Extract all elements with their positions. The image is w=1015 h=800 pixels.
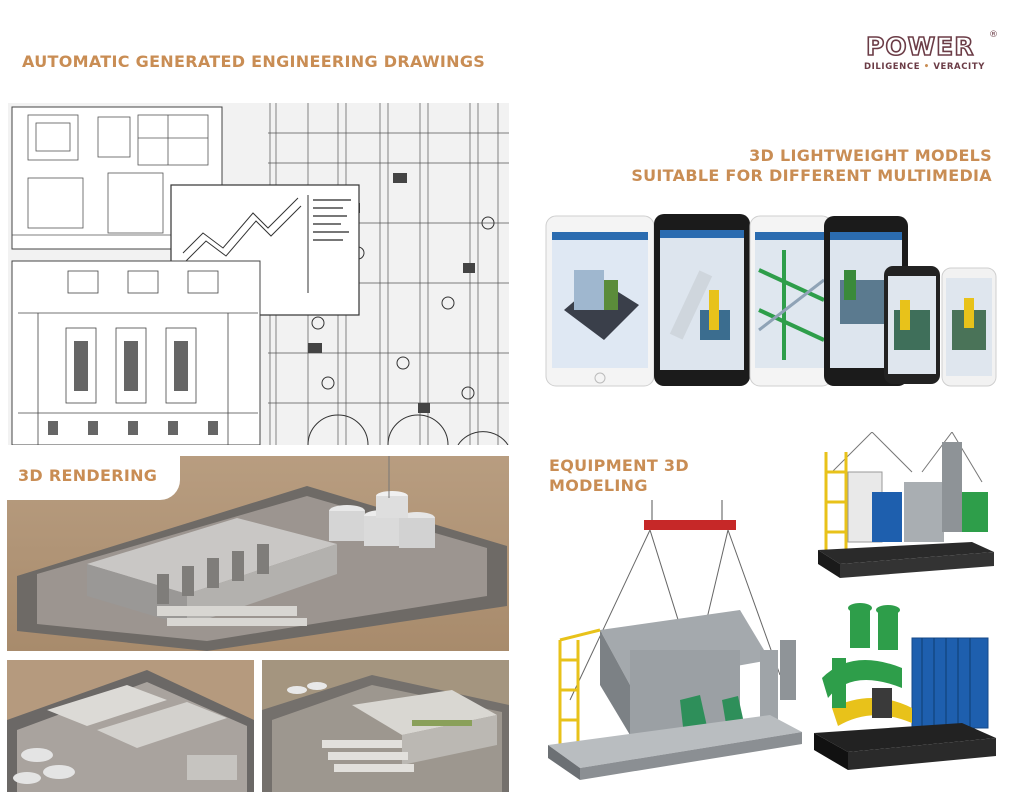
rendering-aerial-right (262, 660, 509, 792)
equipment-skid-illustration (548, 500, 802, 780)
plant-rendering-aerial-left (7, 660, 254, 792)
plant-rendering-aerial-right (262, 660, 509, 792)
power-logo: POWER ® DILIGENCE • VERACITY (862, 30, 998, 74)
equipment-skid-lifting-image (540, 500, 810, 790)
logo-wordmark: POWER (865, 31, 975, 62)
logo-tagline: DILIGENCE • VERACITY (864, 62, 985, 72)
lightweight-title-line2: SUITABLE FOR DIFFERENT MULTIMEDIA (631, 166, 992, 185)
rendering-label-tab: 3D RENDERING (0, 456, 180, 500)
rendering-aerial-left (7, 660, 254, 792)
rendering-section-title: 3D RENDERING (18, 466, 158, 485)
registered-mark: ® (989, 30, 998, 40)
tagline-veracity: VERACITY (933, 62, 985, 72)
engineering-drawings-image (8, 103, 509, 445)
equipment-module-bottom-illustration (814, 603, 996, 770)
equipment-modeling-title: EQUIPMENT 3D MODELING (549, 456, 689, 496)
equipment-title-line1: EQUIPMENT 3D (549, 456, 689, 475)
equipment-title-line2: MODELING (549, 476, 648, 495)
devices-illustration (545, 214, 997, 387)
multimedia-devices-image (544, 210, 998, 394)
equipment-module-top-illustration (818, 431, 994, 578)
power-plant-rendering-image (7, 456, 509, 651)
lightweight-title-line1: 3D LIGHTWEIGHT MODELS (749, 146, 992, 165)
tagline-separator: • (923, 62, 930, 72)
equipment-module-lifting-image (812, 431, 998, 582)
drawings-section-title: AUTOMATIC GENERATED ENGINEERING DRAWINGS (22, 52, 486, 71)
lightweight-models-title: 3D LIGHTWEIGHT MODELS SUITABLE FOR DIFFE… (631, 146, 992, 186)
tagline-diligence: DILIGENCE (864, 62, 921, 72)
drawings-illustration (8, 103, 509, 445)
rendering-illustration (7, 456, 509, 651)
equipment-heat-exchanger-image (812, 598, 998, 776)
